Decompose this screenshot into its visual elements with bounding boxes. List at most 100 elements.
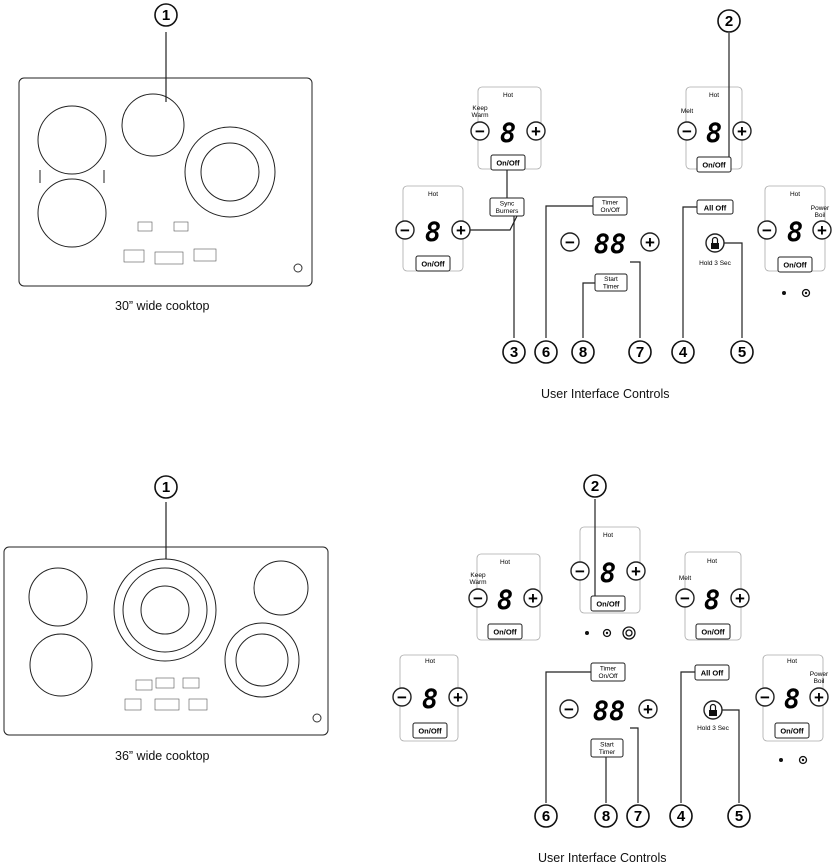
svg-text:88: 88: [593, 696, 626, 727]
on-off-button-keepwarm[interactable]: [490, 154, 526, 171]
svg-text:On/Off: On/Off: [702, 161, 726, 170]
svg-text:+: +: [631, 562, 641, 581]
caption-36-cooktop: 36” wide cooktop: [115, 749, 210, 763]
burner-36-left-rear: [28, 567, 88, 627]
svg-text:On/Off: On/Off: [421, 260, 445, 269]
callout-6-bottom: 6: [542, 808, 550, 825]
svg-text:Warm: Warm: [471, 112, 488, 119]
svg-text:Warm: Warm: [469, 579, 486, 586]
on-off-button-36-keepwarm[interactable]: [487, 623, 523, 640]
svg-text:8: 8: [704, 585, 720, 616]
svg-text:−: −: [475, 122, 485, 141]
svg-text:8: 8: [600, 558, 616, 589]
svg-text:8: 8: [787, 217, 803, 248]
svg-text:On/Off: On/Off: [418, 727, 442, 736]
minus-button-powerboil[interactable]: [757, 220, 777, 240]
svg-text:+: +: [528, 589, 538, 608]
burner-36-center-mid: [122, 567, 208, 653]
minus-button-melt[interactable]: [677, 121, 697, 141]
burner-left-rear: [37, 178, 107, 248]
start-timer-button-36[interactable]: [590, 738, 624, 758]
burner-left-front: [37, 105, 107, 175]
minus-button-timer[interactable]: [560, 232, 580, 252]
burner-right-outer: [184, 126, 276, 218]
minus-button-36-powerboil[interactable]: [755, 687, 775, 707]
svg-text:Hold 3 Sec: Hold 3 Sec: [697, 725, 730, 732]
callout-8-bottom: 8: [602, 808, 610, 825]
top-controls: Hot Keep Warm − 8 + On/Off Hot − 8 + On/…: [395, 9, 832, 364]
svg-text:Start: Start: [604, 276, 618, 283]
minus-button-36-left[interactable]: [392, 687, 412, 707]
svg-text:Boil: Boil: [815, 212, 826, 219]
caption-bottom-controls: User Interface Controls: [538, 851, 667, 865]
svg-text:−: −: [400, 221, 410, 240]
callout-1-bottom: 1: [162, 479, 170, 496]
svg-text:Boil: Boil: [814, 678, 825, 685]
svg-text:88: 88: [594, 229, 627, 260]
svg-text:Timer: Timer: [602, 200, 619, 207]
plus-button-36-left[interactable]: [448, 687, 468, 707]
on-off-button-left[interactable]: [415, 255, 451, 272]
callout-3-top: 3: [510, 344, 518, 361]
minus-button-36-melt[interactable]: [675, 588, 695, 608]
on-off-button-36-center[interactable]: [590, 595, 626, 612]
svg-text:On/Off: On/Off: [701, 628, 725, 637]
on-off-button-melt[interactable]: [696, 156, 732, 173]
callout-6-top: 6: [542, 344, 550, 361]
plus-button-36-keepwarm[interactable]: [523, 588, 543, 608]
svg-text:Timer: Timer: [600, 666, 617, 673]
svg-text:Melt: Melt: [681, 108, 693, 115]
callout-4-top: 4: [679, 344, 688, 361]
minus-button-keepwarm[interactable]: [470, 121, 490, 141]
cooktop-36-illustration: 1: [3, 475, 329, 736]
svg-text:On/Off: On/Off: [780, 727, 804, 736]
callout-2-bottom: 2: [591, 478, 599, 495]
svg-text:Hot: Hot: [787, 658, 797, 665]
burner-36-right-outer: [224, 622, 300, 698]
svg-text:Hot: Hot: [425, 658, 435, 665]
svg-text:Sync: Sync: [500, 201, 515, 208]
svg-text:8: 8: [500, 118, 516, 149]
svg-text:+: +: [643, 700, 653, 719]
on-off-button-36-melt[interactable]: [695, 623, 731, 640]
on-off-button-powerboil[interactable]: [777, 256, 813, 273]
on-off-button-36-left[interactable]: [412, 722, 448, 739]
plus-button-36-center[interactable]: [626, 561, 646, 581]
callout-5-top: 5: [738, 344, 746, 361]
on-off-button-36-powerboil[interactable]: [774, 722, 810, 739]
burner-36-center-outer: [113, 558, 217, 662]
svg-text:+: +: [817, 221, 827, 240]
cooktop-30-illustration: 1: [18, 3, 313, 287]
svg-text:+: +: [531, 122, 541, 141]
plus-button-melt[interactable]: [732, 121, 752, 141]
svg-text:Power: Power: [810, 671, 829, 678]
svg-text:Hot: Hot: [709, 92, 719, 99]
svg-text:Start: Start: [600, 742, 614, 749]
plus-button-36-powerboil[interactable]: [809, 687, 829, 707]
burner-36-left-front: [29, 633, 93, 697]
plus-button-36-timer[interactable]: [638, 699, 658, 719]
svg-text:−: −: [565, 233, 575, 252]
plus-button-timer[interactable]: [640, 232, 660, 252]
minus-button-left[interactable]: [395, 220, 415, 240]
svg-text:−: −: [680, 589, 690, 608]
svg-text:Power: Power: [811, 205, 830, 212]
svg-text:Melt: Melt: [679, 575, 691, 582]
svg-text:On/Off: On/Off: [493, 628, 517, 637]
minus-button-36-timer[interactable]: [559, 699, 579, 719]
callout-7-bottom: 7: [634, 808, 642, 825]
minus-button-36-center[interactable]: [570, 561, 590, 581]
svg-text:Hot: Hot: [500, 559, 510, 566]
bottom-controls: Hot Keep Warm − 8 + On/Off Hot − 8 + On/…: [392, 474, 829, 828]
plus-button-keepwarm[interactable]: [526, 121, 546, 141]
plus-button-powerboil[interactable]: [812, 220, 832, 240]
burner-36-right-inner: [235, 633, 289, 687]
svg-text:+: +: [645, 233, 655, 252]
minus-button-36-keepwarm[interactable]: [468, 588, 488, 608]
svg-text:Hot: Hot: [603, 532, 613, 539]
callout-1-top: 1: [162, 7, 170, 24]
lock-icon: [711, 236, 719, 249]
plus-button-36-melt[interactable]: [730, 588, 750, 608]
svg-text:+: +: [737, 122, 747, 141]
